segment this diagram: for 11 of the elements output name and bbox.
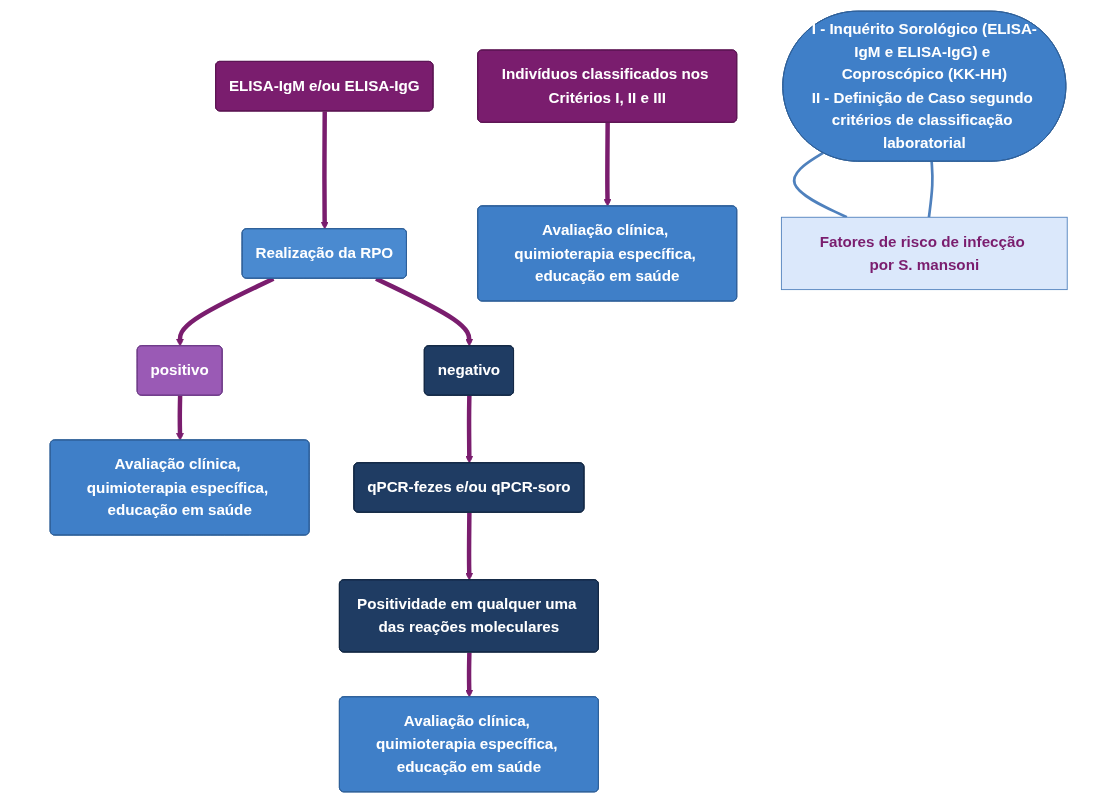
arrow	[176, 276, 275, 346]
arrow	[375, 276, 474, 346]
connector	[927, 161, 935, 217]
arrow	[465, 651, 474, 697]
node-box: Fatores de risco de infecção por S. mansoni	[781, 216, 1068, 290]
arrow	[321, 110, 329, 229]
arrow	[465, 512, 474, 580]
arrow	[465, 395, 474, 463]
arrow	[603, 122, 612, 207]
arrow	[176, 395, 185, 441]
connector	[793, 151, 848, 218]
